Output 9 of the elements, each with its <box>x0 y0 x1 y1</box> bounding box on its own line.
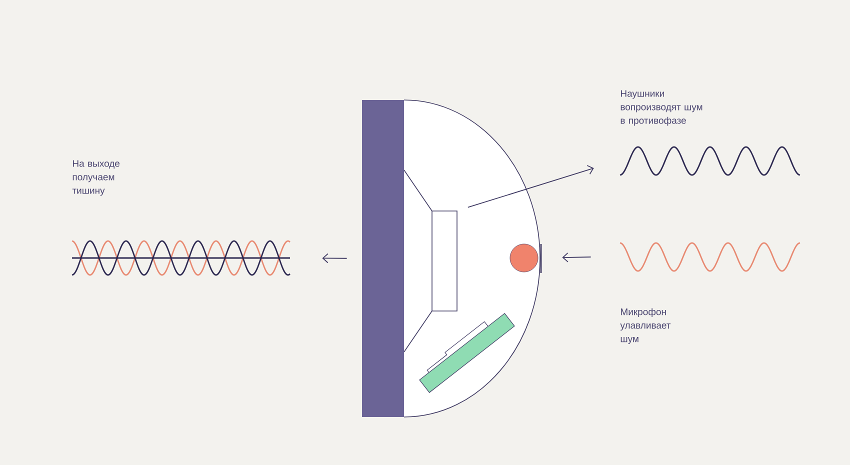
arrow <box>562 252 592 262</box>
earcup-drawing <box>362 100 542 418</box>
speaker <box>432 210 458 312</box>
arrow <box>322 253 348 264</box>
node-label: На выходе получаем тишину <box>72 160 120 196</box>
node-label: Микрофон улавливает шум <box>620 308 671 344</box>
arrow <box>467 165 594 208</box>
microphone <box>510 244 538 272</box>
node-label: Наушники вопроизводят шум в противофазе <box>620 90 702 126</box>
